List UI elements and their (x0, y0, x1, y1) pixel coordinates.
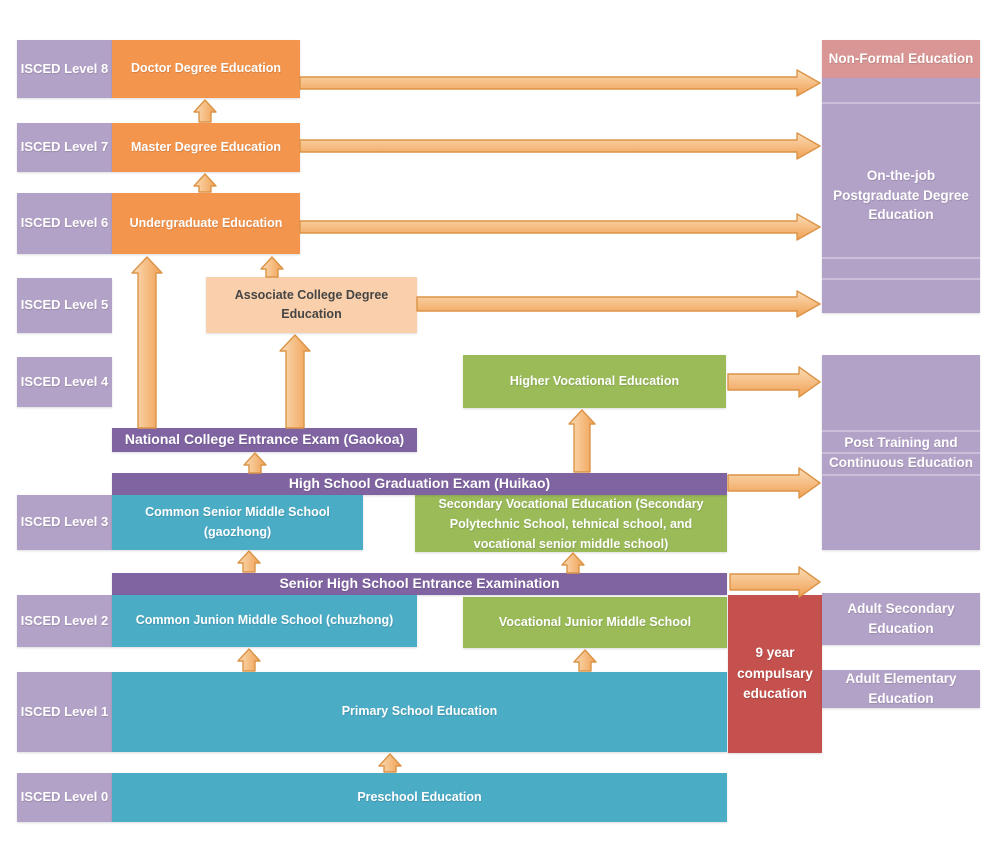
arrow-primary-to-vocationaljunior (573, 649, 597, 672)
arrow-gaokao-to-undergrad (131, 256, 163, 429)
isced-level-6-label: ISCED Level 6 (17, 193, 112, 254)
node-common-junior: Common Junion Middle School (chuzhong) (112, 595, 417, 647)
node-secondary-vocational: Secondary Vocational Education (Secondar… (415, 495, 727, 552)
isced-level-0-label: ISCED Level 0 (17, 773, 112, 822)
arrow-huikao-to-highervoc (568, 409, 596, 473)
arrow-doctor-to-onthejob (299, 69, 821, 97)
isced-level-4-label: ISCED Level 4 (17, 357, 112, 407)
divider (822, 278, 980, 280)
node-on-the-job-postgraduate-label: On-the-job Postgraduate Degree Education (833, 168, 969, 223)
isced-level-7-label: ISCED Level 7 (17, 123, 112, 172)
node-common-senior: Common Senior Middle School (gaozhong) (112, 495, 363, 550)
node-on-the-job-postgraduate: On-the-job Postgraduate Degree Education (822, 78, 980, 313)
arrow-seniorhigh-to-commonsenior (237, 550, 261, 573)
divider (822, 452, 980, 454)
node-undergraduate: Undergraduate Education (112, 193, 300, 254)
node-adult-elementary: Adult Elementary Education (822, 670, 980, 708)
divider (822, 430, 980, 432)
node-nine-year-compulsory: 9 year compulsary education (728, 595, 822, 753)
node-doctor-degree: Doctor Degree Education (112, 40, 300, 98)
arrow-huikao-to-gaokao (243, 452, 267, 474)
divider (822, 474, 980, 476)
isced-level-1-label: ISCED Level 1 (17, 672, 112, 752)
node-higher-vocational: Higher Vocational Education (463, 355, 726, 408)
divider (822, 257, 980, 259)
node-preschool: Preschool Education (112, 773, 727, 822)
node-vocational-junior: Vocational Junior Middle School (463, 597, 727, 648)
arrow-undergrad-to-master (193, 173, 217, 193)
isced-level-3-label: ISCED Level 3 (17, 495, 112, 550)
arrow-primary-to-commonjunior (237, 648, 261, 672)
isced-level-2-label: ISCED Level 2 (17, 595, 112, 647)
bar-huikao-exam: High School Graduation Exam (Huikao) (112, 473, 727, 495)
node-associate-degree: Associate College Degree Education (206, 277, 417, 333)
arrow-master-to-doctor (193, 99, 217, 123)
isced-level-8-label: ISCED Level 8 (17, 40, 112, 98)
arrow-associate-to-undergrad (260, 256, 284, 278)
node-non-formal-education: Non-Formal Education (822, 40, 980, 78)
bar-senior-high-exam: Senior High School Entrance Examination (112, 573, 727, 595)
arrow-undergrad-to-onthejob (299, 213, 821, 241)
arrow-highervoc-to-posttraining (727, 366, 821, 398)
node-adult-secondary: Adult Secondary Education (822, 593, 980, 645)
node-master-degree: Master Degree Education (112, 123, 300, 172)
arrow-associate-to-onthejob (416, 290, 821, 318)
arrow-seniorhigh-to-adultsecondary (729, 566, 821, 598)
arrow-master-to-onthejob (299, 132, 821, 160)
arrow-gaokao-to-associate (279, 334, 311, 429)
node-primary-school: Primary School Education (112, 672, 727, 752)
arrow-preschool-to-primary (378, 753, 402, 773)
node-post-training-label: Post Training and Continuous Education (829, 434, 973, 470)
arrow-seniorhigh-to-secondaryvoc (561, 552, 585, 574)
node-post-training: Post Training and Continuous Education (822, 355, 980, 550)
arrow-huikao-to-posttraining (727, 467, 821, 499)
isced-level-5-label: ISCED Level 5 (17, 278, 112, 333)
bar-gaokao-exam: National College Entrance Exam (Gaokoa) (112, 428, 417, 452)
divider (822, 102, 980, 104)
